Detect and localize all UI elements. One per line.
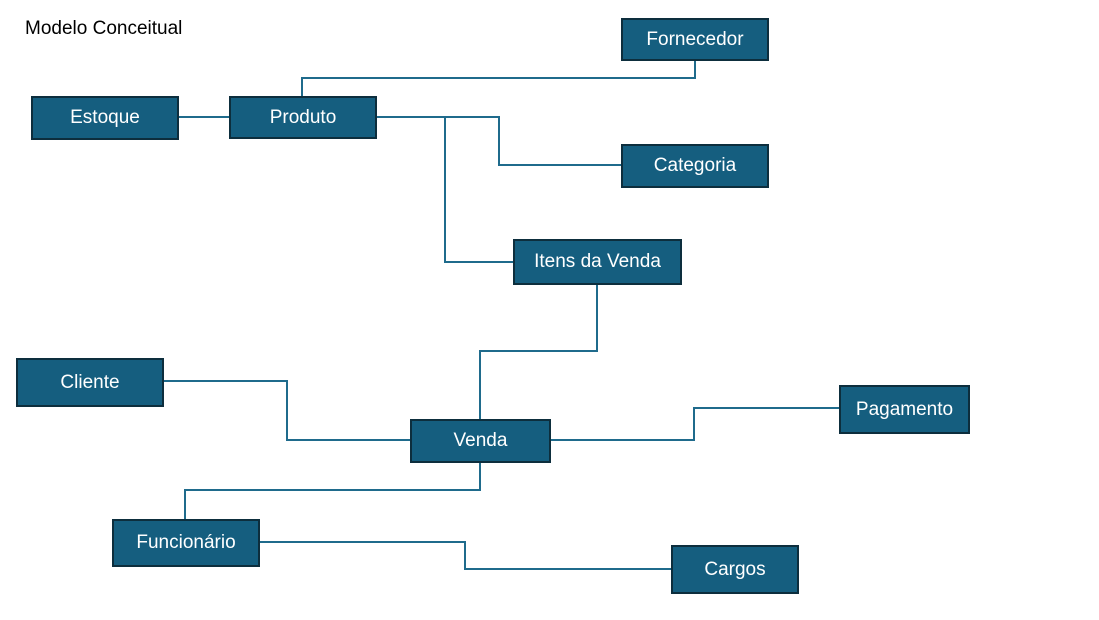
connector-itens-venda-venda [479, 285, 598, 419]
connector-produto-itens-venda [444, 117, 513, 263]
entity-venda[interactable]: Venda [410, 419, 551, 463]
connector-funcionario-cargos [260, 541, 671, 570]
entity-pagamento[interactable]: Pagamento [839, 385, 970, 434]
entity-fornecedor[interactable]: Fornecedor [621, 18, 769, 61]
connector-produto-categoria [377, 116, 621, 166]
connector-venda-pagamento [551, 407, 839, 441]
entity-categoria[interactable]: Categoria [621, 144, 769, 188]
entity-funcionario[interactable]: Funcionário [112, 519, 260, 567]
entity-estoque[interactable]: Estoque [31, 96, 179, 140]
entity-cliente[interactable]: Cliente [16, 358, 164, 407]
connector-cliente-venda [164, 380, 410, 441]
entity-cargos[interactable]: Cargos [671, 545, 799, 594]
diagram-title: Modelo Conceitual [25, 18, 183, 39]
entity-produto[interactable]: Produto [229, 96, 377, 139]
entity-itens-da-venda[interactable]: Itens da Venda [513, 239, 682, 285]
connector-produto-fornecedor [301, 61, 696, 96]
connector-venda-funcionario [184, 463, 481, 519]
